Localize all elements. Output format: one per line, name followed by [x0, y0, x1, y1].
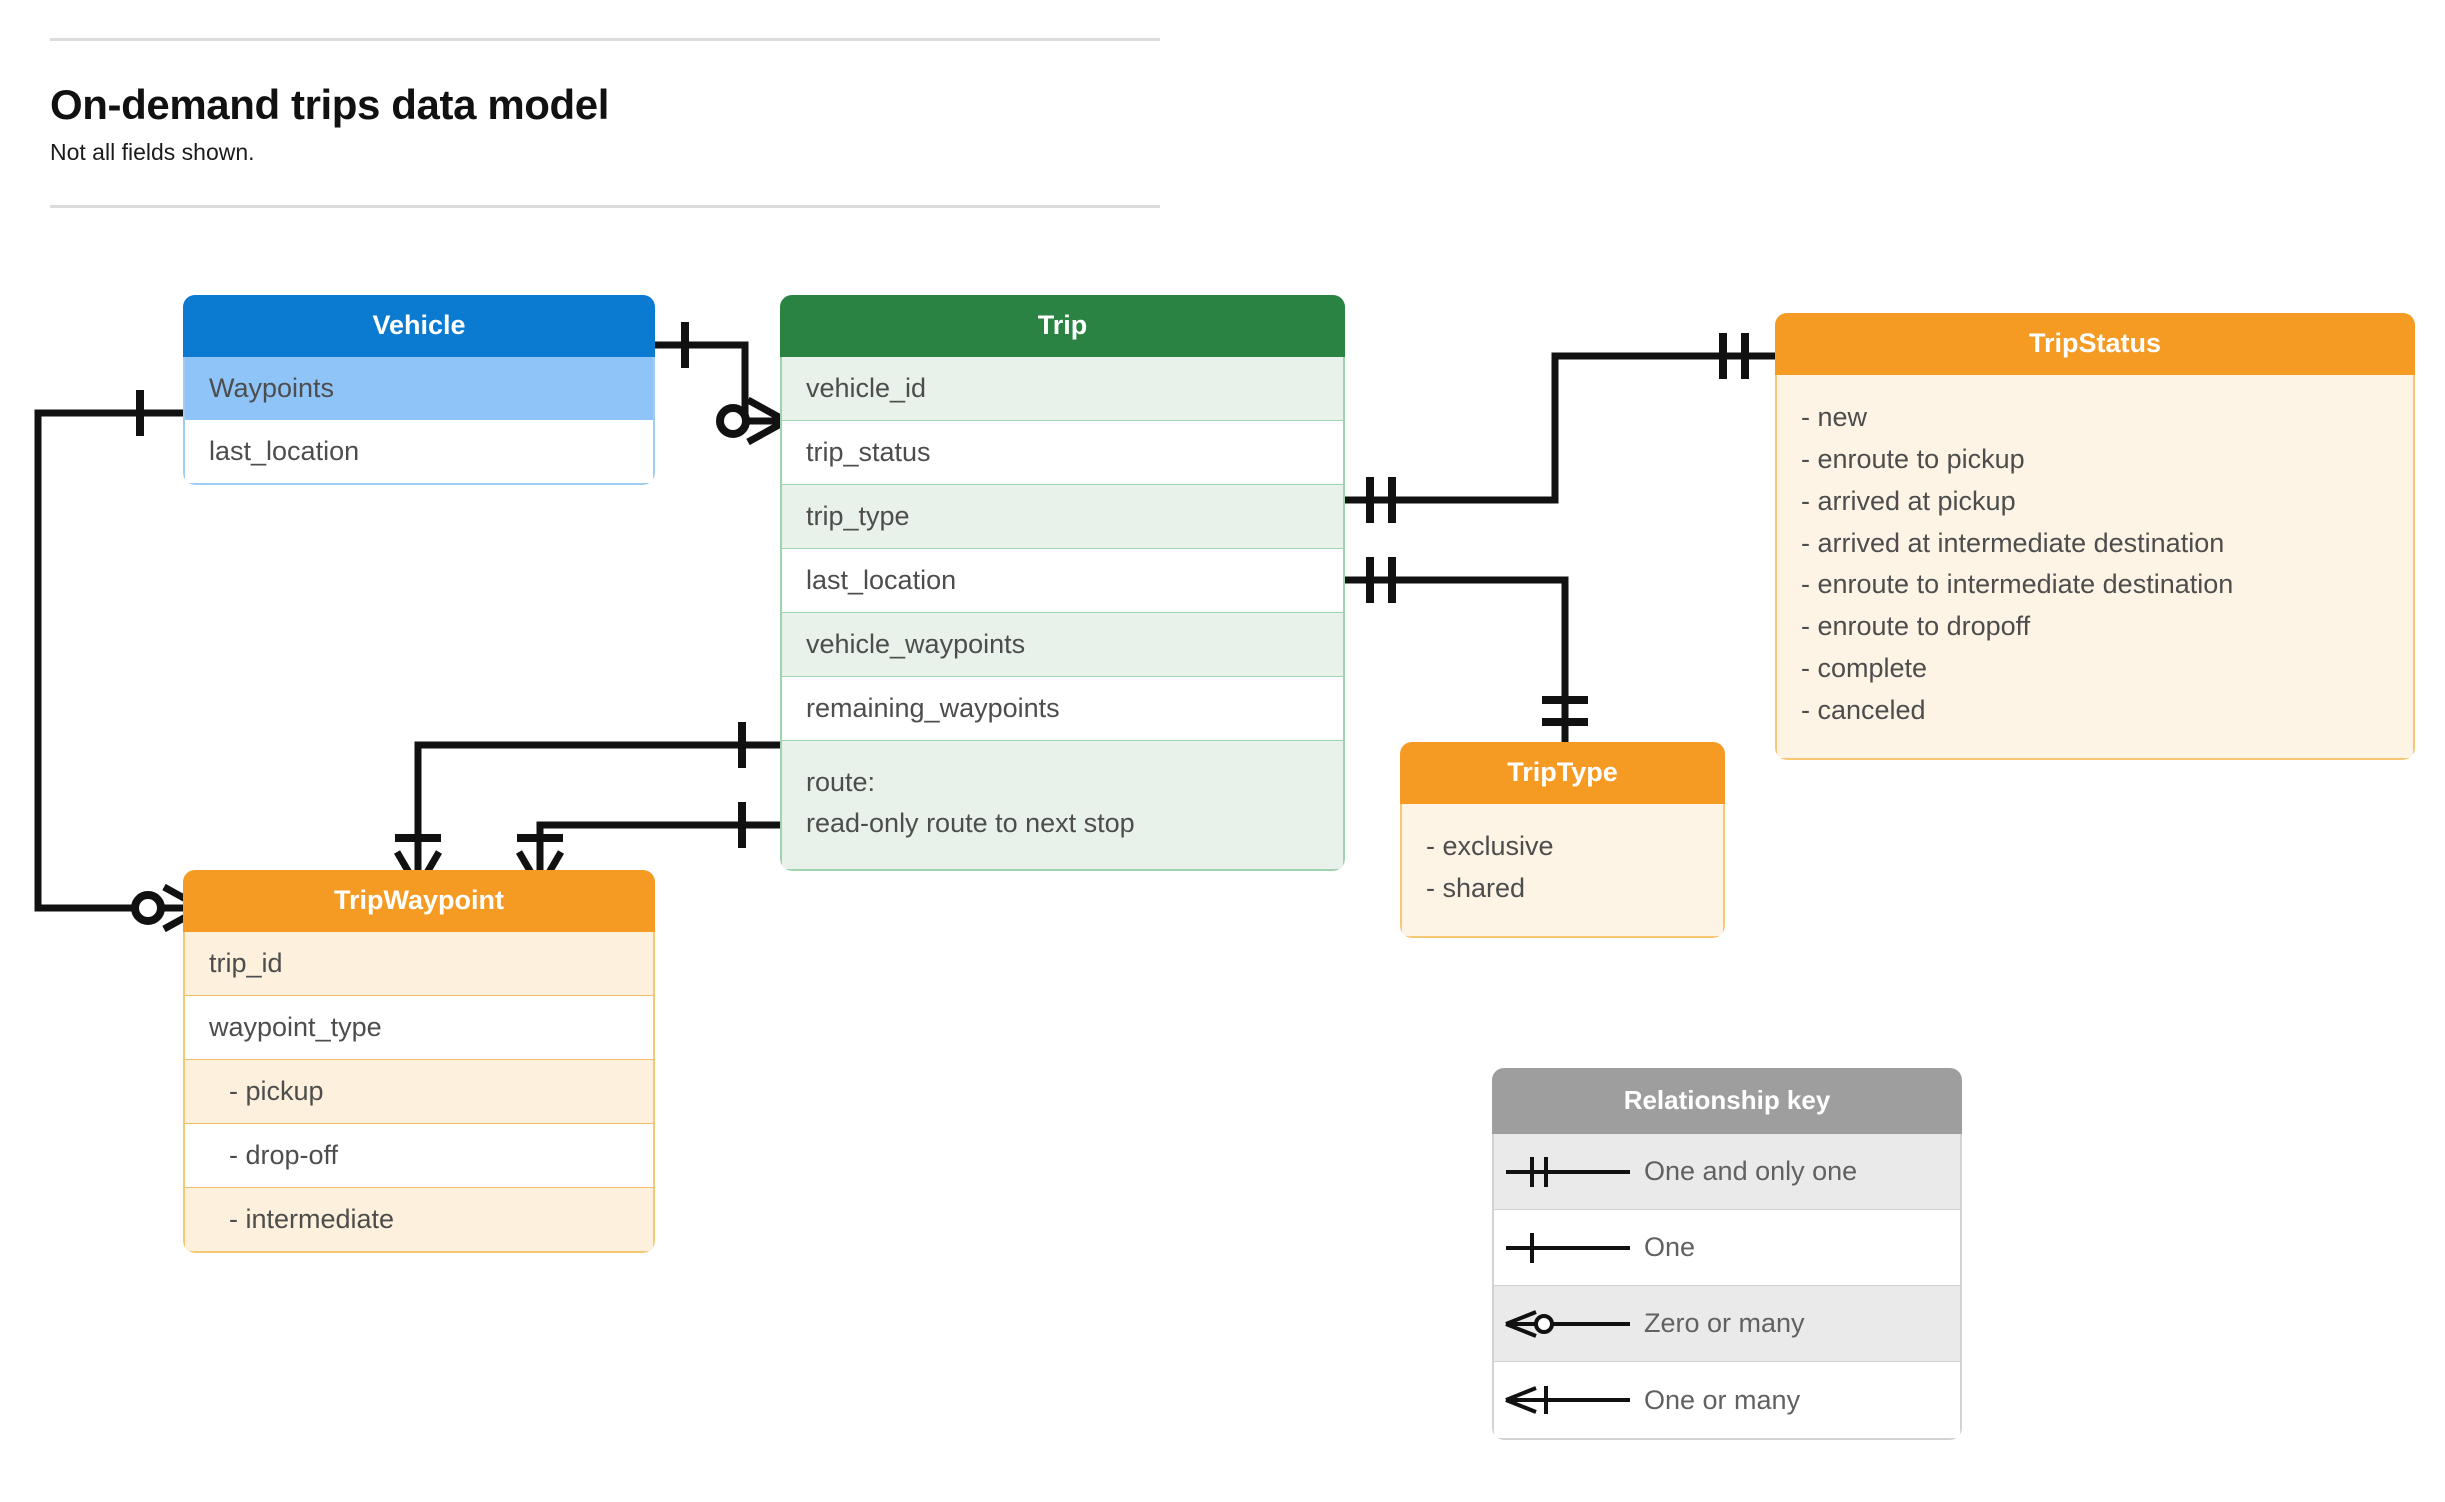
field-trip-trip-type[interactable]: trip_type	[782, 485, 1343, 550]
legend-row: One or many	[1494, 1362, 1960, 1438]
field-trip-trip-status[interactable]: trip_status	[782, 421, 1343, 486]
legend-row: One	[1494, 1210, 1960, 1286]
edge-vehicle-tripwaypoint	[34, 409, 183, 912]
legend-row: One and only one	[1494, 1134, 1960, 1210]
field-trip-route[interactable]: route: read-only route to next stop	[782, 741, 1343, 870]
trip-type-value: - shared	[1426, 872, 1526, 903]
legend-label: Zero or many	[1644, 1308, 1805, 1338]
relationship-key-legend: Relationship key One and only one	[1492, 1068, 1962, 1440]
trip-status-value: - enroute to dropoff	[1801, 611, 2031, 642]
trip-status-value: - new	[1801, 402, 1868, 432]
legend-label: One or many	[1644, 1384, 1801, 1415]
page-subtitle: Not all fields shown.	[50, 139, 255, 166]
legend-row: Zero or many	[1494, 1286, 1960, 1362]
entity-trip-title: Trip	[780, 295, 1345, 357]
trip-status-value: - enroute to intermediate destination	[1801, 569, 2234, 600]
entity-trip-status[interactable]: TripStatus - new - enroute to pickup - a…	[1775, 313, 2415, 760]
field-trip-vehicle-waypoints[interactable]: vehicle_waypoints	[782, 613, 1343, 678]
trip-type-value: - exclusive	[1426, 831, 1554, 861]
entity-trip-waypoint-body: trip_id waypoint_type - pickup - drop-of…	[183, 932, 655, 1254]
trip-type-value-list: - exclusive - shared	[1402, 804, 1723, 936]
field-trip-route-desc: read-only route to next stop	[806, 808, 1135, 839]
field-trip-remaining-waypoints[interactable]: remaining_waypoints	[782, 677, 1343, 742]
waypoint-type-value-drop-off: - drop-off	[185, 1124, 653, 1189]
entity-trip[interactable]: Trip vehicle_id trip_status trip_type la…	[780, 295, 1345, 872]
entity-trip-status-title: TripStatus	[1775, 313, 2415, 375]
trip-status-value: - arrived at intermediate destination	[1801, 527, 2225, 558]
one-and-only-one-icon	[1494, 1152, 1644, 1192]
trip-status-value: - complete	[1801, 653, 1928, 684]
edge-vehicle-waypoints-tw	[414, 741, 780, 858]
field-trip-last-location[interactable]: last_location	[782, 549, 1343, 614]
entity-vehicle-body: Waypoints last_location	[183, 357, 655, 486]
header-rule-bottom-wrap	[50, 204, 1160, 208]
legend-title: Relationship key	[1492, 1068, 1962, 1134]
one-or-many-icon	[1494, 1380, 1644, 1420]
waypoint-type-value-intermediate: - intermediate	[185, 1188, 653, 1252]
field-vehicle-waypoints[interactable]: Waypoints	[185, 357, 653, 421]
field-vehicle-last-location[interactable]: last_location	[185, 420, 653, 484]
entity-trip-status-body: - new - enroute to pickup - arrived at p…	[1775, 375, 2415, 760]
edge-trip-tripstatus	[1345, 352, 1775, 504]
legend-label: One and only one	[1644, 1156, 1858, 1186]
trip-status-value-list: - new - enroute to pickup - arrived at p…	[1777, 375, 2413, 758]
crowfoot-zero-or-many-trip	[716, 396, 788, 446]
entity-trip-waypoint[interactable]: TripWaypoint trip_id waypoint_type - pic…	[183, 870, 655, 1254]
field-trip-vehicle-id[interactable]: vehicle_id	[782, 357, 1343, 422]
entity-trip-body: vehicle_id trip_status trip_type last_lo…	[780, 357, 1345, 872]
entity-vehicle-title: Vehicle	[183, 295, 655, 357]
trip-status-value: - enroute to pickup	[1801, 443, 2025, 474]
field-trip-waypoint-trip-id[interactable]: trip_id	[185, 932, 653, 997]
waypoint-type-value-pickup: - pickup	[185, 1060, 653, 1125]
edge-trip-triptype	[1345, 576, 1569, 742]
zero-or-many-icon	[1494, 1304, 1644, 1344]
entity-trip-waypoint-title: TripWaypoint	[183, 870, 655, 932]
legend-body: One and only one One	[1492, 1134, 1962, 1440]
entity-vehicle[interactable]: Vehicle Waypoints last_location	[183, 295, 655, 486]
trip-status-value: - canceled	[1801, 695, 1926, 726]
page-title: On-demand trips data model	[50, 81, 609, 128]
edge-remaining-waypoints-tw	[536, 821, 780, 858]
field-trip-waypoint-waypoint-type[interactable]: waypoint_type	[185, 996, 653, 1061]
entity-trip-type[interactable]: TripType - exclusive - shared	[1400, 742, 1725, 938]
header-rule-bottom	[50, 204, 1160, 208]
legend-label: One	[1644, 1232, 1696, 1262]
trip-status-value: - arrived at pickup	[1801, 485, 2016, 516]
entity-trip-type-title: TripType	[1400, 742, 1725, 804]
entity-trip-type-body: - exclusive - shared	[1400, 804, 1725, 938]
edge-vehicle-trip	[660, 341, 749, 425]
header-rule-top	[50, 38, 1160, 41]
page-header: On-demand trips data model Not all field…	[50, 38, 1160, 208]
one-icon	[1494, 1228, 1644, 1268]
field-trip-route-label: route:	[806, 767, 876, 798]
